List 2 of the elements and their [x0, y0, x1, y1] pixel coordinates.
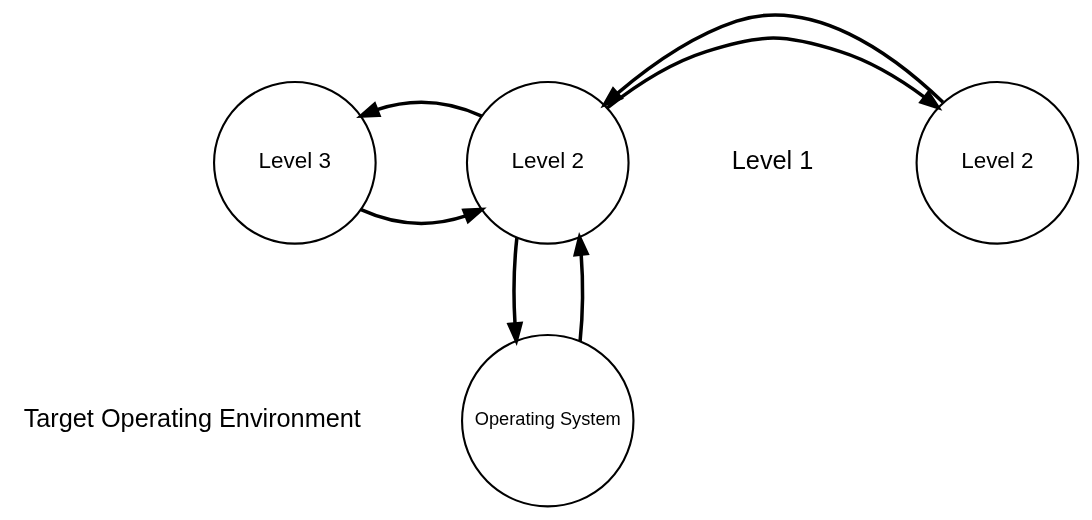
label: Level 1 — [731, 145, 814, 174]
label: Target Operating Environment — [23, 403, 361, 432]
